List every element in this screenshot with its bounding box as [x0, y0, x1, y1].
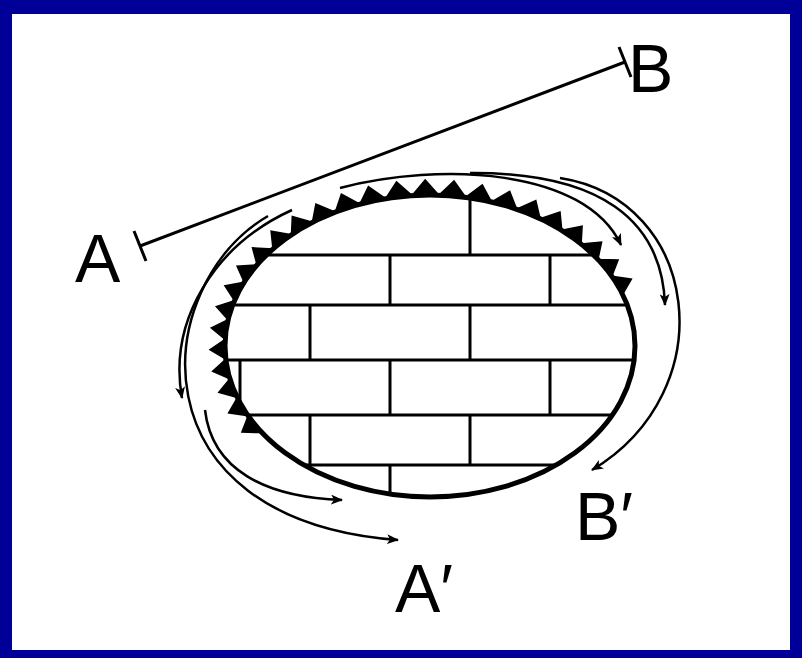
brick-outline [225, 195, 635, 497]
end-tick [134, 231, 146, 261]
line-ab [140, 62, 625, 246]
point-label: A′ [395, 554, 453, 622]
white-panel [12, 14, 790, 650]
point-label: A [75, 224, 120, 292]
brick-body [225, 195, 635, 497]
brick-joints [200, 190, 660, 500]
point-label: B′ [575, 482, 633, 550]
point-label: B [628, 34, 673, 102]
